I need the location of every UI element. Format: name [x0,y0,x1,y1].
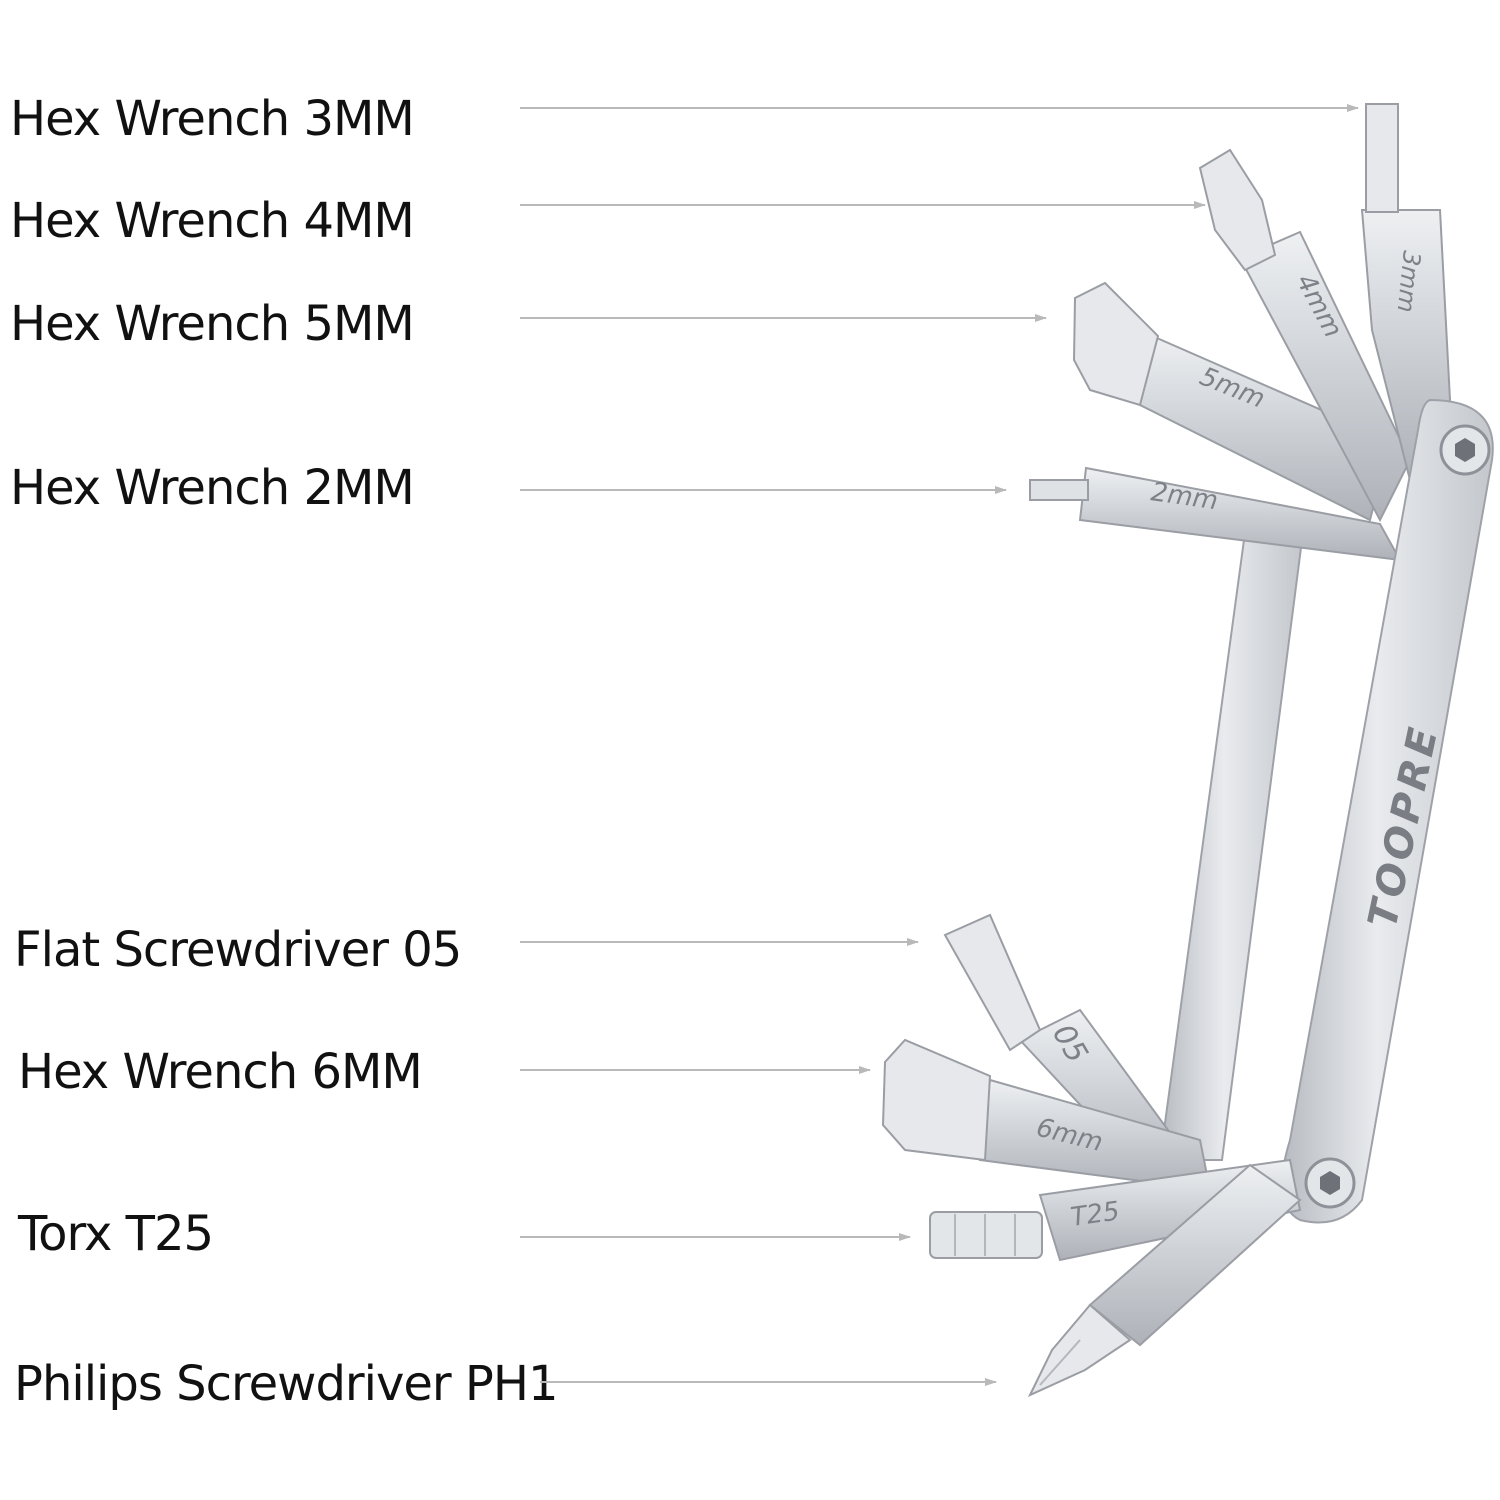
label-hex-3mm: Hex Wrench 3MM [10,91,415,147]
label-hex-5mm: Hex Wrench 5MM [10,296,415,352]
bottom-bit-fan: 05 6mm T25 [881,913,1302,1398]
inner-side-plate [1158,539,1304,1161]
top-bit-fan: 2mm 5mm 4mm 3mm [1029,103,1452,562]
torx-t25-engraving: T25 [1069,1196,1122,1233]
hex-5mm-bit: 5mm [1072,281,1392,522]
label-philips-ph1: Philips Screwdriver PH1 [14,1356,558,1412]
leader-lines [520,104,1359,1386]
label-hex-6mm: Hex Wrench 6MM [18,1044,423,1100]
label-hex-4mm: Hex Wrench 4MM [10,193,415,249]
bottom-pivot-bolt [1304,1157,1356,1209]
hex-3mm-engraving: 3mm [1392,249,1426,314]
philips-ph1-bit [1027,1163,1302,1398]
label-torx-t25: Torx T25 [18,1206,214,1262]
hex-6mm-bit: 6mm [881,1038,1212,1192]
label-flat-05: Flat Screwdriver 05 [14,922,462,978]
top-pivot-bolt [1439,424,1491,476]
label-hex-2mm: Hex Wrench 2MM [10,460,415,516]
